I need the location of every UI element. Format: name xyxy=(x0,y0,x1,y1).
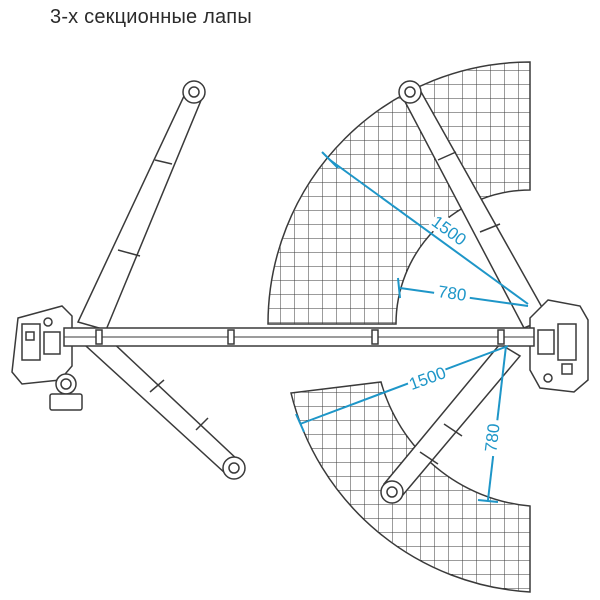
dimension-label-lower-780: 780 xyxy=(479,418,505,457)
dimension-text-lower-1500: 1500 xyxy=(406,363,448,394)
dimension-text-upper-780: 780 xyxy=(437,282,468,305)
left-column-post xyxy=(11,305,83,411)
page-title: 3-х секционные лапы xyxy=(50,6,252,28)
left-upper-arm xyxy=(76,80,206,331)
dimension-text-lower-780: 780 xyxy=(481,423,503,453)
dimension-label-upper-780: 780 xyxy=(433,280,472,306)
right-upper-arm xyxy=(398,80,550,329)
overhead-beam xyxy=(63,327,535,347)
right-lower-arm xyxy=(380,343,522,504)
left-lower-arm xyxy=(84,337,246,480)
dimension-label-lower-1500: 1500 xyxy=(405,361,450,395)
right-column-post xyxy=(529,299,589,393)
